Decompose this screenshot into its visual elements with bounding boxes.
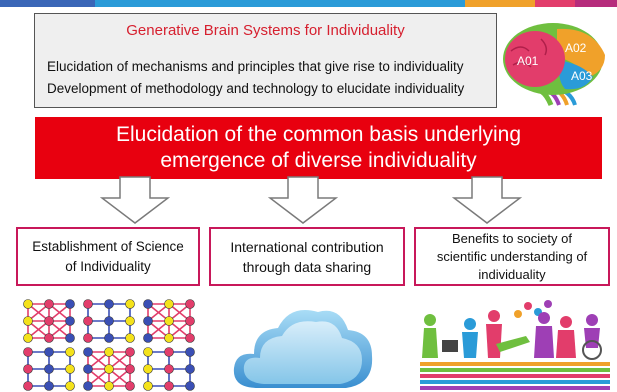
brain-logo-icon: A01 A02 A03 <box>501 21 611 112</box>
outcome-line: of Individuality <box>65 258 151 274</box>
cloud-icon <box>228 296 378 392</box>
info-line-methodology: Development of methodology and technolog… <box>47 81 465 96</box>
project-info-box: Generative Brain Systems for Individuali… <box>34 13 497 108</box>
outcome-line: scientific understanding of <box>436 249 588 264</box>
down-arrow-icon <box>452 176 522 224</box>
outcome-line: individuality <box>478 267 546 282</box>
brain-label-a01: A01 <box>517 54 539 68</box>
top-color-bar <box>0 0 617 7</box>
outcome-box-society: Benefits to society of scientific unders… <box>414 227 610 286</box>
diverse-people-icon <box>416 296 612 392</box>
banner-line-2: emergence of diverse individuality <box>160 149 477 172</box>
project-title: Generative Brain Systems for Individuali… <box>126 22 405 39</box>
outcome-box-data-sharing: International contribution through data … <box>209 227 405 286</box>
central-banner: Elucidation of the common basis underlyi… <box>35 117 602 179</box>
outcome-line: through data sharing <box>242 258 372 275</box>
outcome-line: Establishment of Science <box>32 238 184 254</box>
outcome-line: Benefits to society of <box>452 231 572 246</box>
outcome-line: International contribution <box>230 238 384 255</box>
banner-line-1: Elucidation of the common basis underlyi… <box>115 123 522 146</box>
brain-label-a02: A02 <box>565 41 587 55</box>
outcome-box-science: Establishment of Science of Individualit… <box>16 227 200 286</box>
down-arrow-icon <box>268 176 338 224</box>
brain-label-a03: A03 <box>571 69 593 83</box>
info-line-mechanisms: Elucidation of mechanisms and principles… <box>47 59 464 74</box>
network-graph-icon <box>16 294 202 392</box>
down-arrow-icon <box>100 176 170 224</box>
